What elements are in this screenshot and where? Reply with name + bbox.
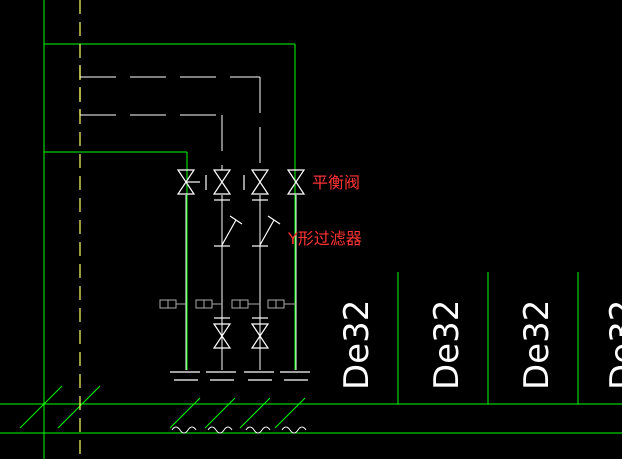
pipe-label-2: De32 [427,300,467,390]
gauge-row [159,299,296,309]
balance-valve-3 [243,169,270,195]
gauge-1 [159,299,186,309]
lower-valve-2 [250,317,270,349]
balance-valve-1 [176,169,200,195]
y-strainer-label: Y形过滤器 [287,229,362,248]
balance-valve-row [176,169,306,195]
pipe-caps [170,371,310,381]
pipe-label-4: De32 [603,300,622,390]
pipe-label-1: De32 [337,300,377,390]
lower-valve-row [212,317,270,349]
lower-valve-1 [212,317,232,349]
break-lines [171,426,307,434]
balance-valve-2 [205,169,232,195]
balance-valve-label: 平衡阀 [312,173,360,192]
vertical-risers [185,195,297,370]
dashed-upper-pipes [80,76,261,170]
balance-valve-4 [286,169,306,195]
y-strainer-2 [252,199,281,247]
gauge-2 [195,299,222,309]
y-strainer-group [214,199,281,247]
gauge-4 [267,299,296,309]
pipe-label-3: De32 [517,300,557,390]
y-strainer-1 [214,199,243,247]
gauge-3 [231,299,260,309]
